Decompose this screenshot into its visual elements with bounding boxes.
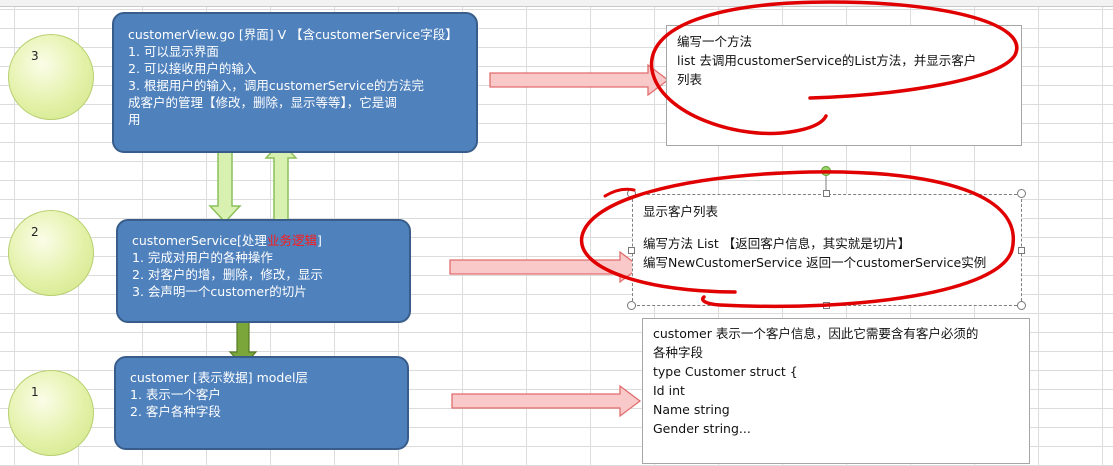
step-number-1: 1	[31, 385, 39, 399]
step-circle-1: 1	[8, 370, 94, 456]
view-box-line: 成客户的管理【修改，删除，显示等等】，它是调	[128, 95, 397, 110]
note-top-line: list 去调用customerService的List方法，并显示客户	[677, 53, 977, 68]
red-loop-middle	[579, 170, 1016, 309]
service-box-title-suffix: ]	[316, 233, 322, 248]
step-circle-3: 3	[8, 34, 94, 120]
arrow-service-to-note	[449, 250, 642, 284]
customer-model-box: customer [表示数据] model层 1. 表示一个客户 2. 客户各种…	[114, 356, 409, 450]
note-service-methods: 显示客户列表 编写方法 List 【返回客户信息，其实就是切片】 编写NewCu…	[632, 194, 1022, 306]
arrow-view-to-service	[208, 147, 242, 224]
note-middle-line: 显示客户列表	[643, 204, 719, 219]
note-bottom-line: 各种字段	[653, 345, 704, 360]
red-tick-middle	[603, 187, 636, 198]
view-box-line: 3. 根据用户的输入，调用customerService的方法完	[128, 78, 424, 93]
note-middle-line: 编写方法 List 【返回客户信息，其实就是切片】	[643, 236, 911, 251]
service-box-line: 2. 对客户的增，删除，修改，显示	[132, 267, 323, 282]
note-bottom-line: customer 表示一个客户信息，因此它需要含有客户必须的	[653, 326, 979, 341]
step-number-3: 3	[31, 49, 39, 63]
service-box-title: customerService[处理业务逻辑]	[132, 232, 395, 249]
resize-handle[interactable]	[1018, 247, 1025, 254]
note-bottom-line: Id int	[653, 383, 685, 398]
note-top-line: 编写一个方法	[677, 34, 753, 49]
customer-view-box: customerView.go [界面] V 【含customerService…	[112, 12, 478, 153]
arrow-model-to-note	[451, 384, 642, 418]
service-box-line: 3. 会声明一个customer的切片	[132, 284, 307, 299]
service-box-line: 1. 完成对用户的各种操作	[132, 250, 273, 265]
resize-handle[interactable]	[628, 247, 635, 254]
note-model-struct: customer 表示一个客户信息，因此它需要含有客户必须的 各种字段 type…	[642, 318, 1030, 464]
resize-handle[interactable]	[627, 301, 636, 310]
resize-handle[interactable]	[823, 190, 830, 197]
red-loop-top	[649, 0, 1019, 136]
view-box-line: 用	[128, 112, 141, 127]
model-box-title: customer [表示数据] model层	[130, 370, 308, 385]
step-circle-2: 2	[8, 210, 94, 296]
service-box-title-prefix: customerService[处理	[132, 233, 267, 248]
model-box-line: 2. 客户各种字段	[130, 404, 221, 419]
view-box-line: 1. 可以显示界面	[128, 44, 219, 59]
step-number-2: 2	[31, 225, 39, 239]
note-bottom-line: Name string	[653, 402, 730, 417]
customer-service-box: customerService[处理业务逻辑] 1. 完成对用户的各种操作 2.…	[116, 219, 411, 323]
view-box-line: 2. 可以接收用户的输入	[128, 61, 257, 76]
column-header-strip	[0, 0, 1113, 7]
service-box-title-highlight: 业务逻辑	[266, 233, 317, 248]
resize-handle[interactable]	[1017, 301, 1026, 310]
note-top-line: 列表	[677, 72, 703, 87]
resize-handle[interactable]	[1017, 189, 1026, 198]
note-middle-line: 编写NewCustomerService 返回一个customerService…	[643, 255, 987, 270]
view-box-title: customerView.go [界面] V 【含customerService…	[128, 27, 458, 42]
note-bottom-line: Gender string...	[653, 421, 751, 436]
model-box-line: 1. 表示一个客户	[130, 387, 221, 402]
note-bottom-line: type Customer struct {	[653, 364, 798, 379]
